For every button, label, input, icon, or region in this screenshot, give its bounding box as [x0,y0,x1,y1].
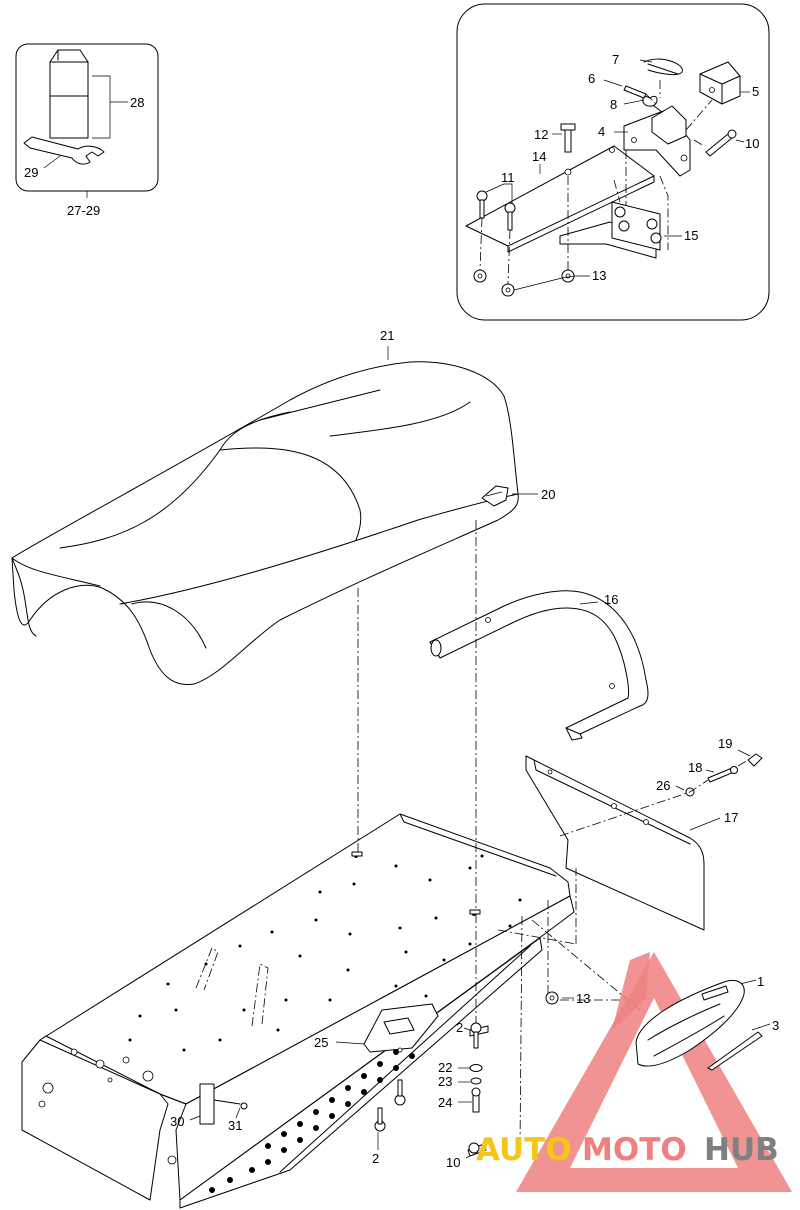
callout-17: 17 [724,810,738,825]
callout-24: 24 [438,1095,452,1110]
callout-26: 26 [656,778,670,793]
grab-handle [429,590,649,741]
watermark-hub: HUB [704,1132,779,1168]
callout-14: 14 [532,149,546,164]
callout-23: 23 [438,1074,452,1089]
callout-29: 29 [24,165,38,180]
seat [11,361,519,686]
running-board-holes [209,1049,415,1193]
callout-6: 6 [588,71,595,86]
latch-inset: 7 5 6 8 4 10 12 14 11 15 13 [456,3,770,321]
watermark-triangle-logo [516,952,792,1192]
tool-pouch [49,49,89,139]
callout-11: 11 [501,170,515,185]
reflector [707,1031,763,1071]
callout-4: 4 [598,124,605,139]
callout-7: 7 [612,52,619,67]
callout-28: 28 [130,95,144,110]
step-pad [363,1003,439,1053]
callout-18: 18 [688,760,702,775]
tail-light [635,980,745,1067]
callout-10b: 10 [446,1155,460,1170]
callout-20: 20 [541,487,555,502]
callout-8: 8 [610,97,617,112]
watermark: AUTO MOTO HUB [476,952,792,1192]
lower-bracket [559,221,657,259]
callout-1: 1 [757,974,764,989]
callout-27-29: 27-29 [67,203,100,218]
callout-16: 16 [604,592,618,607]
callout-2a: 2 [456,1020,463,1035]
callout-3: 3 [772,1018,779,1033]
callout-2b: 2 [372,1151,379,1166]
toolkit-inset: 28 29 27-29 [15,43,159,218]
snow-flap [525,755,705,931]
watermark-moto: MOTO [582,1132,687,1168]
callout-5: 5 [752,84,759,99]
callout-10a: 10 [745,136,759,151]
callout-12: 12 [534,127,548,142]
rear-frame [21,813,575,1209]
callout-13b: 13 [576,991,590,1006]
callout-25: 25 [314,1035,328,1050]
callout-21: 21 [380,328,394,343]
callout-30: 30 [170,1114,184,1129]
callout-13a: 13 [592,268,606,283]
callout-22: 22 [438,1060,452,1075]
callout-19: 19 [718,736,732,751]
watermark-auto: AUTO [476,1132,572,1168]
spanner-wrench [23,136,105,165]
callout-15: 15 [684,228,698,243]
callout-31: 31 [228,1118,242,1133]
